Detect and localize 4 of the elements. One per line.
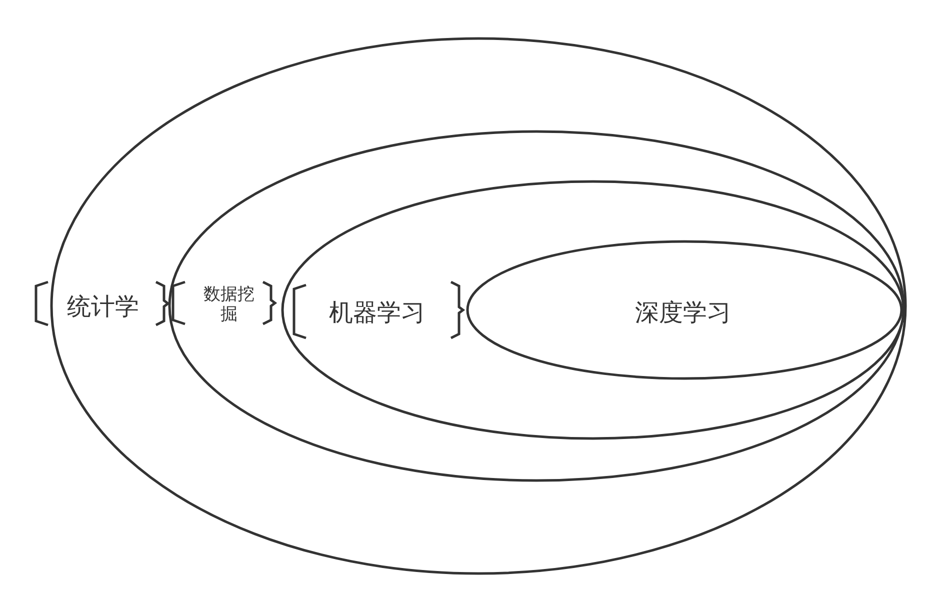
set-label: 机器学习 [329,298,425,328]
set-label: 统计学 [67,292,139,322]
set-label: 数据挖掘 [202,284,256,326]
set-label: 深度学习 [635,298,731,328]
